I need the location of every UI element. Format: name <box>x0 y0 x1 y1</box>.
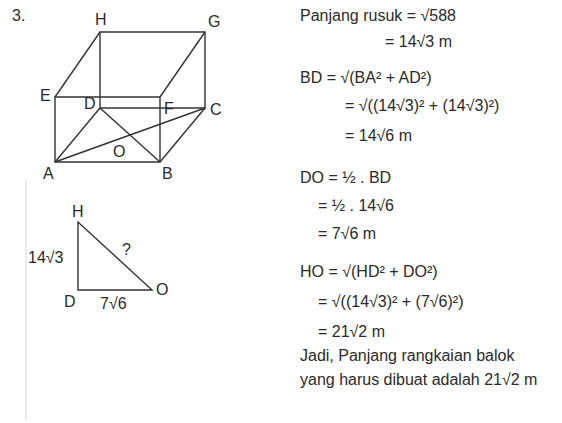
notebook-margin <box>26 180 27 420</box>
working-line: = 21√2 m <box>318 322 385 342</box>
vertex-label: C <box>210 100 222 120</box>
conclusion-text: Jadi, Panjang rangkaian balok yang harus… <box>300 344 545 392</box>
working-line: = √((14√3)² + (7√6)²) <box>318 292 463 312</box>
triangle-label: H <box>72 202 84 222</box>
working-line: DO = ½ . BD <box>300 168 391 188</box>
working-line: = 14√3 m <box>385 32 452 52</box>
working-line: = ½ . 14√6 <box>318 196 394 216</box>
vertex-label: F <box>164 99 174 119</box>
cuboid-drawing <box>55 32 205 162</box>
right-triangle <box>78 222 152 290</box>
vertex-label: D <box>84 94 96 114</box>
triangle-label: D <box>64 292 76 312</box>
working-line: BD = √(BA² + AD²) <box>300 68 431 88</box>
working-line: = √((14√3)² + (14√3)²) <box>345 96 499 116</box>
working-line: = 14√6 m <box>345 126 412 146</box>
vertex-label: A <box>43 164 54 184</box>
triangle-label: 14√3 <box>28 248 63 268</box>
vertex-label: E <box>40 86 51 106</box>
working-line: Panjang rusuk = √588 <box>300 6 456 26</box>
vertex-label: G <box>208 12 220 32</box>
triangle-label: O <box>156 280 168 300</box>
vertex-label: H <box>95 10 107 30</box>
working-line: = 7√6 m <box>318 224 376 244</box>
triangle-label: 7√6 <box>100 294 127 314</box>
vertex-label: B <box>162 164 173 184</box>
problem-number: 3. <box>12 6 25 26</box>
triangle-label: ? <box>122 240 131 260</box>
vertex-label: O <box>113 142 125 162</box>
working-line: HO = √(HD² + DO²) <box>300 262 438 282</box>
